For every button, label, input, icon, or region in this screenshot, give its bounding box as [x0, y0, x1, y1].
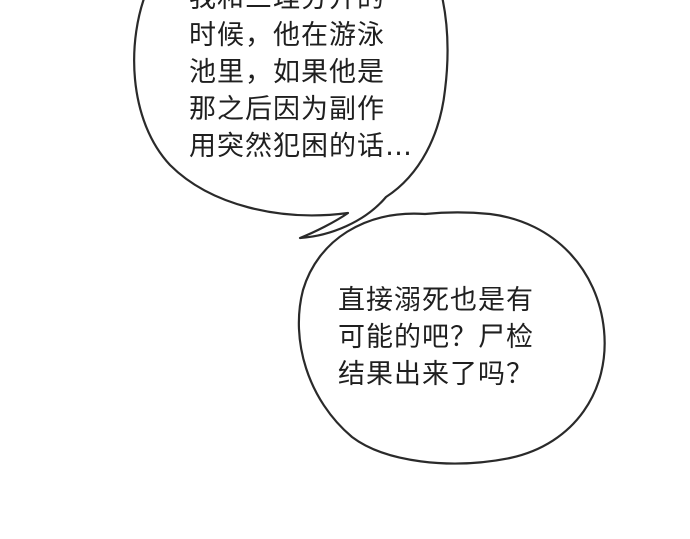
top-speech-bubble	[133, 0, 449, 240]
bottom-bubble-line-2: 可能的吧？尸检	[338, 322, 534, 353]
top-bubble-text: 我和三理分开的 时候，他在游泳 池里，如果他是 那之后因为副作 用突然犯困的话…	[189, 0, 413, 165]
bottom-bubble-text: 直接溺死也是有 可能的吧？尸检 结果出来了吗？	[338, 282, 534, 393]
bottom-speech-bubble	[297, 211, 606, 465]
bottom-bubble-line-3: 结果出来了吗？	[338, 359, 534, 390]
top-bubble-line-1: 我和三理分开的	[189, 0, 413, 17]
top-bubble-line-4: 那之后因为副作	[189, 94, 385, 125]
top-bubble-line-2: 时候，他在游泳	[189, 20, 385, 51]
bottom-bubble-line-1: 直接溺死也是有	[338, 285, 534, 316]
top-bubble-line-5: 用突然犯困的话…	[189, 131, 413, 162]
top-bubble-line-3: 池里，如果他是	[189, 57, 385, 88]
